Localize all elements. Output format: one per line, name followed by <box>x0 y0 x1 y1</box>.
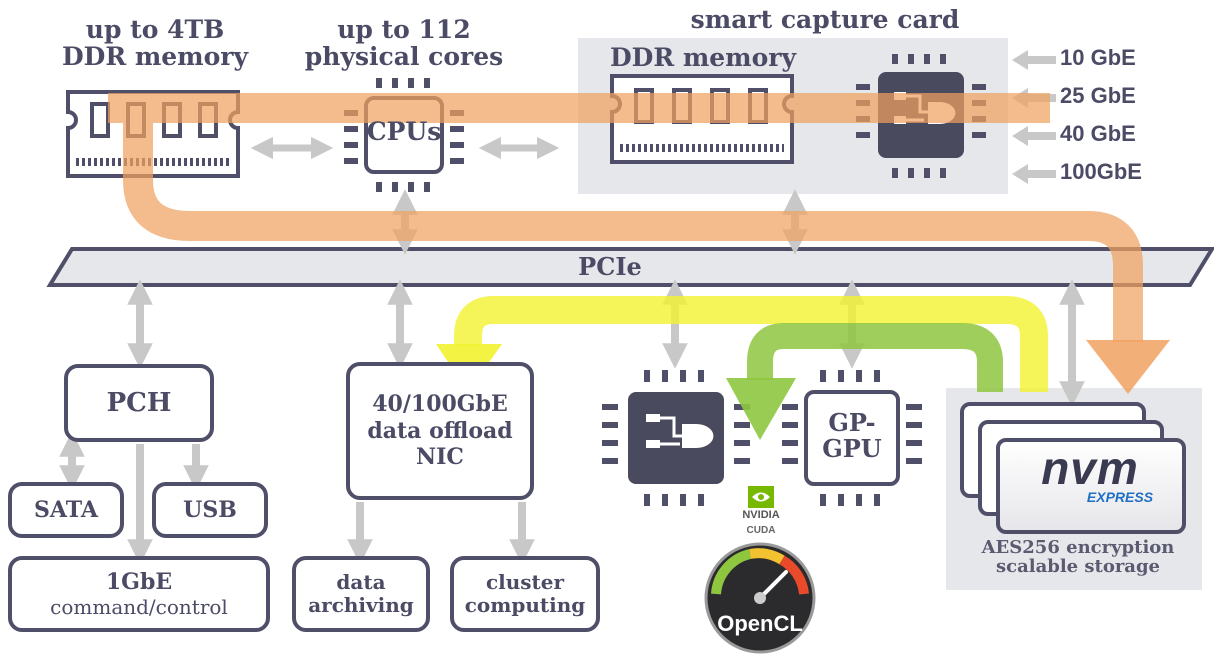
cpu-chip-label: CPUs <box>366 117 442 146</box>
host-memory-label-line2: DDR memory <box>61 42 249 71</box>
green-dataflow-arrowhead <box>726 378 796 440</box>
port-40gbe: 40 GbE <box>1060 121 1136 146</box>
sata-box: SATA <box>8 482 124 538</box>
nvidia-logo-icon <box>748 486 774 508</box>
orange-dataflow-path <box>108 93 1143 342</box>
pcie-label: PCIe <box>578 252 642 281</box>
storage-caption: AES256 encryption scalable storage <box>958 538 1198 577</box>
cluster-label-line1: cluster <box>485 570 565 594</box>
gpgpu-label-line2: GPU <box>822 433 882 463</box>
archiving-label-line2: archiving <box>308 593 414 617</box>
cuda-label: CUDA <box>746 525 776 536</box>
opencl-gauge-icon <box>704 542 816 654</box>
sata-label: SATA <box>34 497 98 523</box>
storage-caption-line2: scalable storage <box>995 556 1161 578</box>
archiving-label-line1: data <box>336 570 386 594</box>
nvidia-label: NVIDIA <box>742 509 780 521</box>
orange-dataflow-arrowhead <box>1086 340 1170 394</box>
nvm-logo-text: nvm <box>1041 442 1139 494</box>
pch-label: PCH <box>106 388 172 418</box>
cluster-box: cluster computing <box>450 556 600 632</box>
nic-label-line1: 40/100GbE <box>372 391 508 418</box>
nic-label-line3: NIC <box>416 444 464 471</box>
pcie-bus <box>46 247 1214 287</box>
gpgpu-label: GP- GPU <box>806 410 898 462</box>
port-100gbe: 100GbE <box>1060 159 1142 184</box>
yellow-dataflow-path <box>454 296 1048 392</box>
nic-box: 40/100GbE data offload NIC <box>346 362 534 500</box>
accelerator-fpga-chip-icon <box>602 370 750 506</box>
cores-label-line2: physical cores <box>304 42 504 71</box>
gpgpu-label-line1: GP- <box>828 408 876 437</box>
gpgpu-chip-icon <box>782 370 922 506</box>
host-memory-label: up to 4TB DDR memory <box>55 16 255 70</box>
mgmt-port-box: 1GbE command/control <box>8 556 270 632</box>
host-memory-label-line1: up to 4TB <box>85 15 225 44</box>
nvm-express-text: EXPRESS <box>1086 489 1154 505</box>
nic-label-line2: data offload <box>367 417 513 444</box>
port-10gbe: 10 GbE <box>1060 45 1136 70</box>
storage-caption-line1: AES256 encryption <box>981 537 1175 558</box>
cores-label: up to 112 physical cores <box>296 16 512 70</box>
archiving-box: data archiving <box>292 556 430 632</box>
usb-box: USB <box>152 482 268 538</box>
usb-label: USB <box>183 497 237 523</box>
cores-label-line1: up to 112 <box>337 15 471 44</box>
capture-memory-label: DDR memory <box>609 43 797 72</box>
nvme-drives <box>960 402 1186 534</box>
capture-card-title: smart capture card <box>690 5 960 34</box>
opencl-label: OpenCL <box>717 611 803 636</box>
mgmt-port-title: 1GbE <box>105 569 173 595</box>
cluster-label-line2: computing <box>464 593 586 617</box>
port-25gbe: 25 GbE <box>1060 83 1136 108</box>
mgmt-port-subtitle: command/control <box>50 595 228 619</box>
green-dataflow-path <box>747 323 1003 392</box>
pch-box: PCH <box>64 364 214 442</box>
